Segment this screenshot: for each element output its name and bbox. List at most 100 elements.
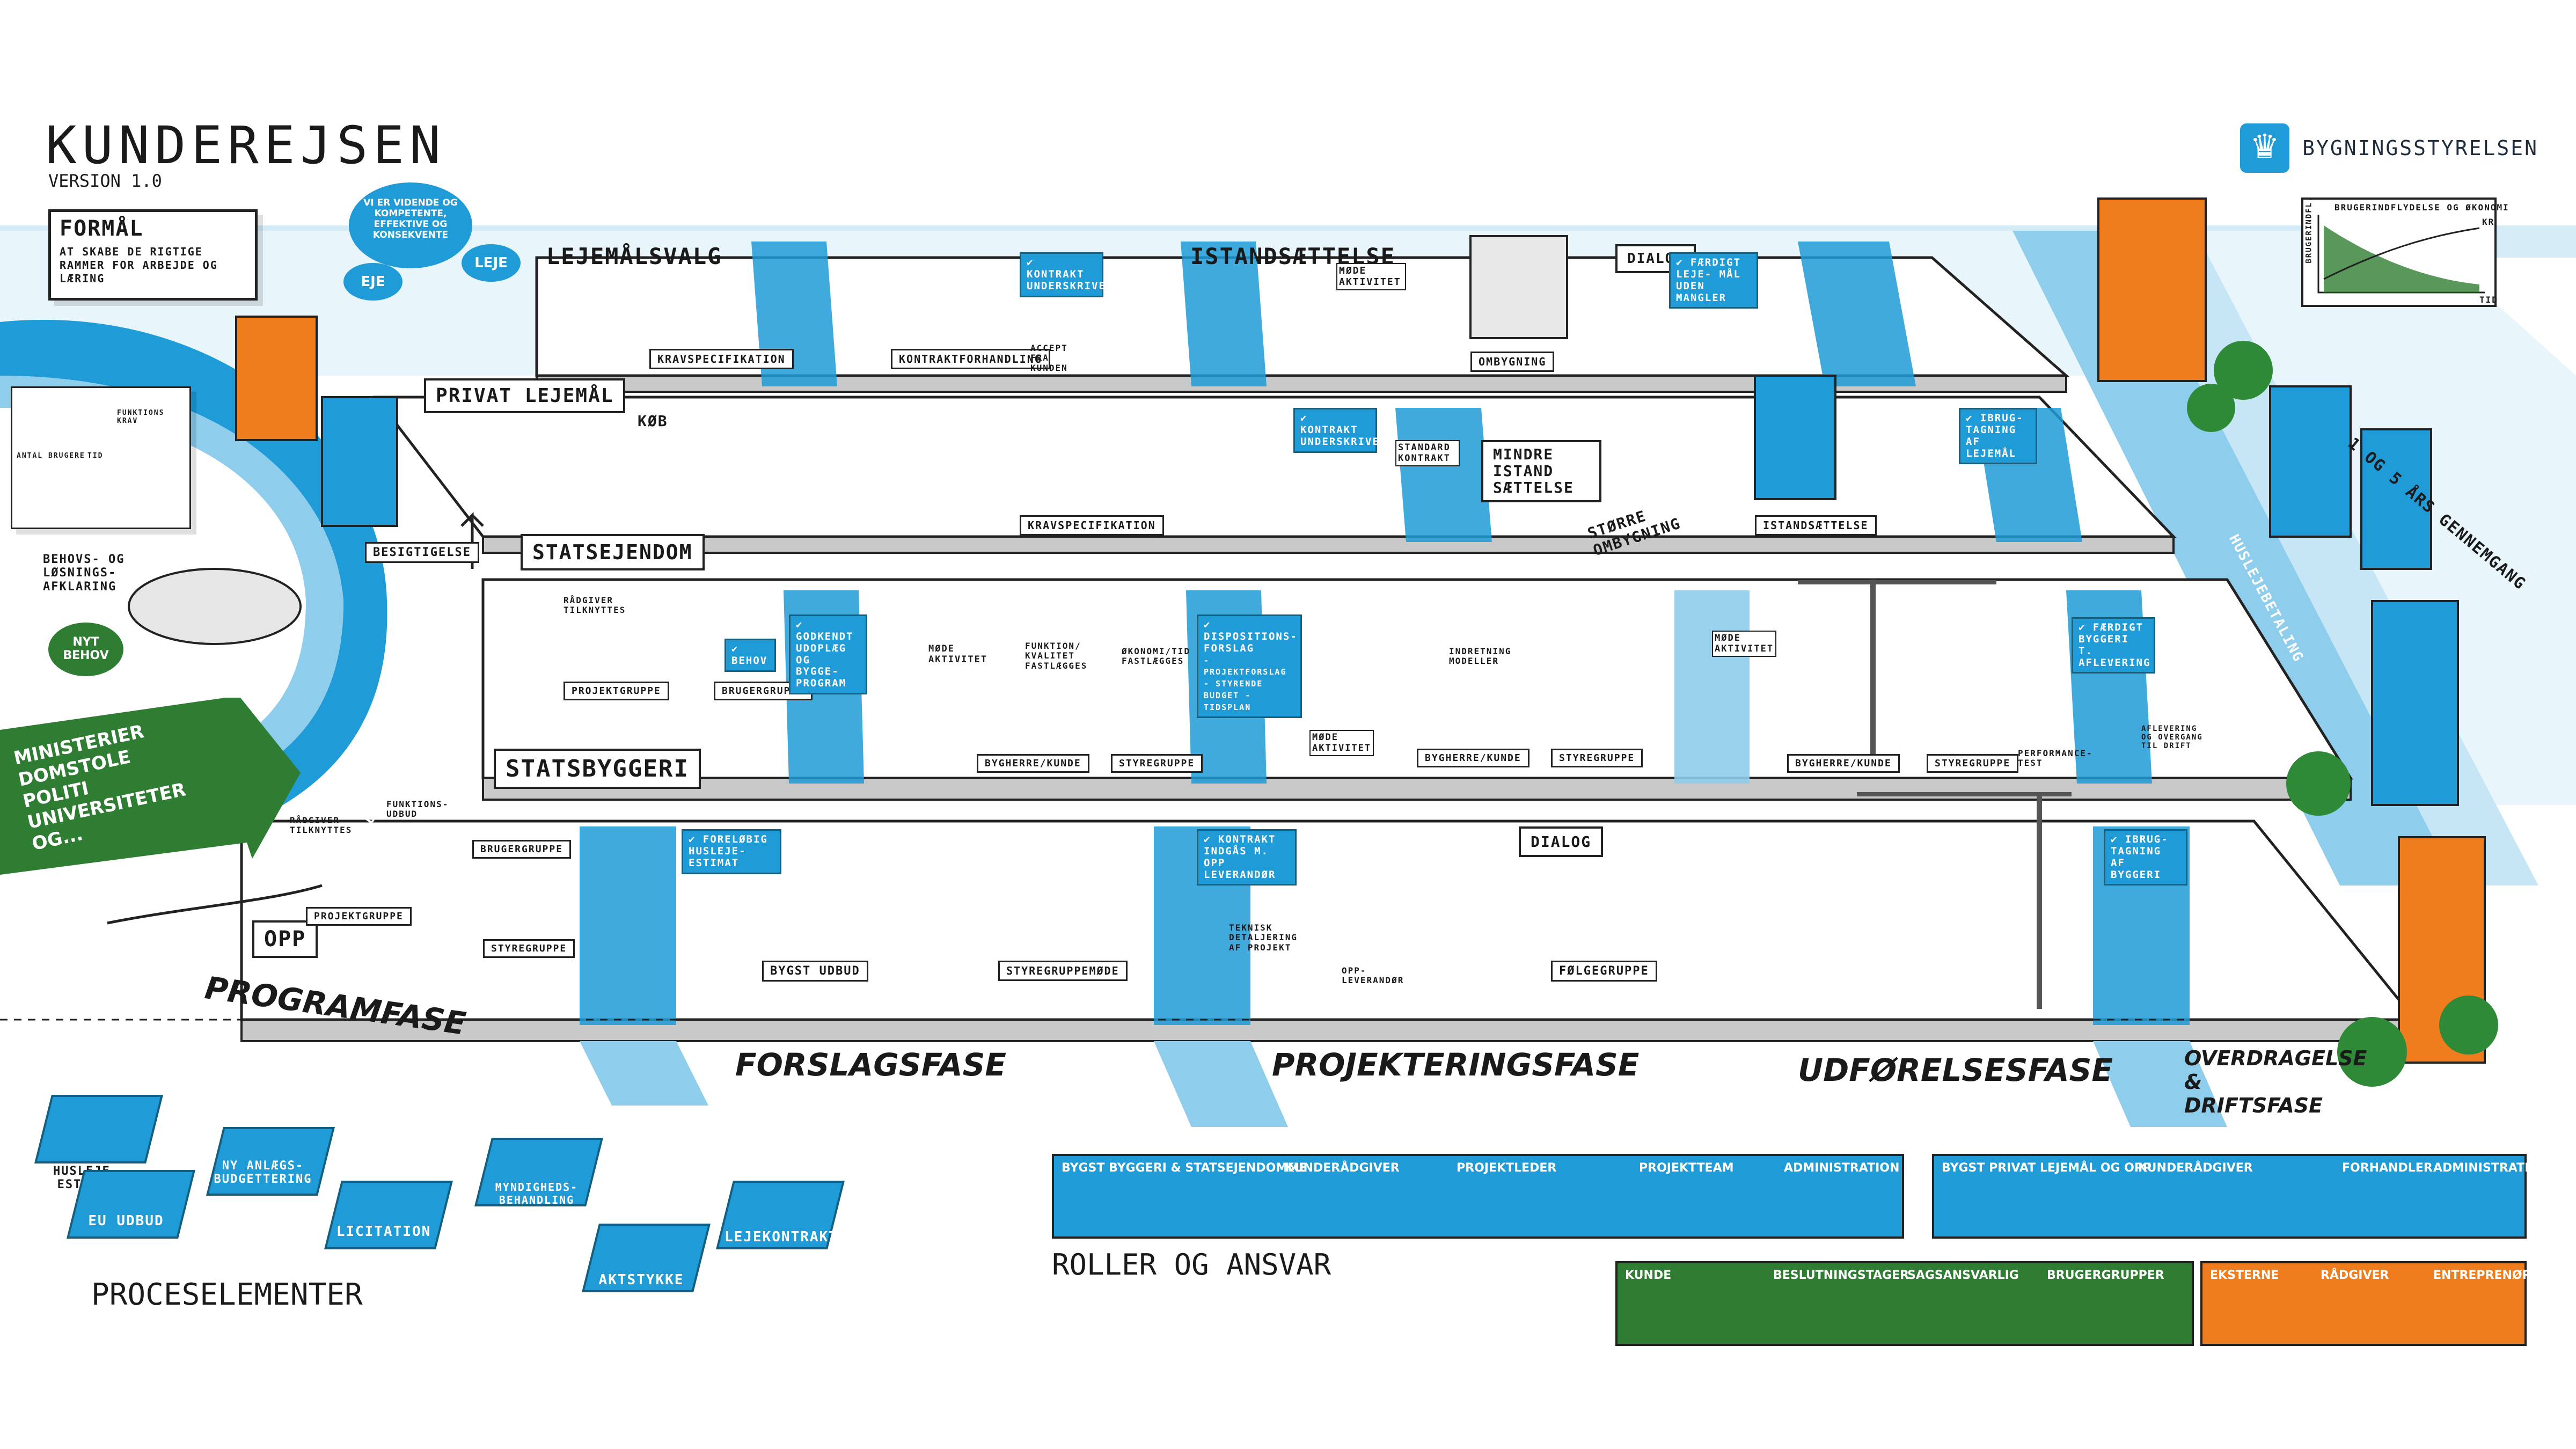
sign-lejemaalsvalg: LEJEMÅLSVALG	[546, 243, 722, 269]
check-kontrakt-2-text: KONTRAKT UNDERSKRIVES	[1300, 423, 1387, 448]
moede-aktivitet-top: MØDE AKTIVITET	[1336, 263, 1406, 291]
moede-aktivitet-3: MØDE AKTIVITET	[1309, 730, 1374, 757]
roles-statsbyggeri-heading: BYGST BYGGERI & STATSEJENDOMME	[1062, 1161, 1308, 1175]
brugergruppe-2: BRUGERGRUPPE	[472, 840, 572, 859]
moede-aktivitet-2: MØDE AKTIVITET	[928, 643, 988, 665]
roles-kunde: KUNDE BESLUTNINGSTAGER SAGSANSVARLIG BRU…	[1615, 1261, 2194, 1346]
roles-pr-col-2: ADMINISTRATION	[2433, 1161, 2549, 1175]
check-huslejeestimat-text: FORELØBIG HUSLEJE- ESTIMAT	[689, 833, 768, 869]
logo: BYGNINGSSTYRELSEN	[2240, 123, 2538, 173]
check-faerdigt-byggeri-text: FÆRDIGT BYGGERI T. AFLEVERING	[2079, 621, 2151, 669]
behov-tag: BEHOV	[724, 639, 776, 672]
moede-aktivitet-4: MØDE AKTIVITET	[1712, 631, 1776, 657]
check-kontrakt-1: KONTRAKT UNDERSKRIVES	[1020, 252, 1112, 297]
sign-opp: OPP	[252, 920, 318, 958]
sign-koeb: KØB	[638, 412, 668, 430]
besigtigelse-label: BESIGTIGELSE	[365, 542, 479, 563]
bygherre-kunde-1: BYGHERRE/KUNDE	[977, 754, 1089, 773]
bygherre-kunde-3: BYGHERRE/KUNDE	[1787, 754, 1900, 773]
proc-eu-udbud-label: EU UDBUD	[88, 1213, 164, 1229]
raadgiver-2: RÅDGIVER TILKNYTTES	[290, 815, 353, 836]
version-label: VERSION 1.0	[48, 171, 162, 191]
projektgruppe-2: PROJEKTGRUPPE	[306, 907, 412, 926]
page-title: KUNDEREJSEN	[46, 115, 446, 175]
proc-anlaegsbudget-label: NY ANLÆGS- BUDGETTERING	[214, 1159, 312, 1186]
standard-kontrakt: STANDARD KONTRAKT	[1395, 440, 1460, 467]
eje-text: EJE	[361, 274, 385, 290]
check-huslejeestimat: FORELØBIG HUSLEJE- ESTIMAT	[682, 829, 781, 874]
antal-brugere: ANTAL BRUGERE	[17, 452, 85, 460]
roles-pr-col-1: FORHANDLER	[2342, 1161, 2433, 1175]
funktionsudbud: FUNKTIONS- UDBUD	[386, 799, 449, 819]
check-ibrugtagning-lejemaal: IBRUG- TAGNING AF LEJEMÅL	[1959, 408, 2037, 465]
check-godkendt-text: GODKENDT UDOPLÆG OG BYGGE- PROGRAM	[796, 630, 854, 690]
styregruppe-2: STYREGRUPPE	[1551, 749, 1643, 767]
phase-forslagsfase: FORSLAGSFASE	[735, 1046, 1007, 1083]
roles-sb-col-2: PROJEKTTEAM	[1639, 1161, 1734, 1175]
nyt-behov-bubble: NYT BEHOV	[48, 623, 123, 676]
proc-huslejeestimat	[34, 1095, 163, 1163]
kravspec-top: KRAVSPECIFIKATION	[649, 349, 794, 369]
istandsaettelse-mid: ISTANDSÆTTELSE	[1755, 515, 1877, 536]
proc-myndighed-label: MYNDIGHEDS- BEHANDLING	[495, 1181, 579, 1206]
proc-licitation-label: LICITATION	[336, 1224, 431, 1240]
roles-ku-col-1: BESLUTNINGSTAGER	[1773, 1269, 1909, 1282]
ombygning: OMBYGNING	[1470, 352, 1555, 372]
roles-sb-col-0: KUNDERÅDGIVER	[1285, 1161, 1400, 1175]
check-godkendt: GODKENDT UDOPLÆG OG BYGGE- PROGRAM	[789, 614, 867, 695]
formal-sign: FORMÅL AT SKABE DE RIGTIGE RAMMER FOR AR…	[48, 209, 258, 301]
check-ibrugtagning-lejemaal-text: IBRUG- TAGNING AF LEJEMÅL	[1966, 412, 2024, 459]
roles-ek-col-1: RÅDGIVER	[2321, 1269, 2389, 1282]
performance-test: PERFORMANCE- TEST	[2018, 748, 2093, 769]
sign-statsbyggeri: STATSBYGGERI	[494, 749, 701, 789]
styregruppe-1: STYREGRUPPE	[1111, 754, 1203, 773]
teknisk-detaljering: TEKNISK DETALJERING AF PROJEKT	[1229, 923, 1298, 953]
roles-ek-col-0: EKSTERNE	[2210, 1269, 2279, 1282]
check-ibrugtagning-byggeri: IBRUG- TAGNING AF BYGGERI	[2104, 829, 2187, 886]
chart-title: BRUGERINDFLYDELSE OG ØKONOMI	[2334, 202, 2509, 213]
ministries-arrow	[0, 698, 301, 875]
roles-ku-col-3: BRUGERGRUPPER	[2047, 1269, 2164, 1282]
bygst-udbud: BYGST UDBUD	[762, 961, 868, 982]
styregruppemoede: STYREGRUPPEMØDE	[998, 961, 1128, 981]
phase-overdragelse: OVERDRAGELSE & DRIFTSFASE	[2184, 1046, 2367, 1117]
projektgruppe-1: PROJEKTGRUPPE	[564, 682, 669, 700]
sign-statsejendom: STATSEJENDOM	[521, 534, 705, 570]
proc-lejekontrakt-label: LEJEKONTRAKT	[724, 1229, 838, 1245]
styregruppe-opp: STYREGRUPPE	[483, 939, 575, 958]
proc-aktstykke-label: AKTSTYKKE	[598, 1272, 684, 1288]
mindre-istand: MINDRE ISTAND SÆTTELSE	[1481, 440, 1601, 503]
leje-bubble: LEJE	[462, 244, 521, 282]
check-faerdigt-byggeri: FÆRDIGT BYGGERI T. AFLEVERING	[2072, 617, 2155, 674]
crown-icon	[2240, 123, 2290, 173]
values-bubble-text: VI ER VIDENDE OG KOMPETENTE, EFFEKTIVE O…	[363, 197, 458, 240]
roles-sb-col-3: ADMINISTRATION	[1784, 1161, 1900, 1175]
eje-bubble: EJE	[343, 263, 402, 301]
behov-tag-text: BEHOV	[731, 654, 768, 667]
chart-kr: KR	[2482, 217, 2495, 227]
phase-udfoerelsesfase: UDFØRELSESFASE	[1798, 1052, 2113, 1088]
roles-ku-col-2: SAGSANSVARLIG	[1907, 1269, 2019, 1282]
raadgiver-1: RÅDGIVER TILKNYTTES	[564, 595, 626, 616]
leje-text: LEJE	[474, 255, 508, 271]
bygherre-kunde-2: BYGHERRE/KUNDE	[1417, 749, 1529, 767]
dispo-list: - PROJEKTFORSLAG - STYRENDE BUDGET - TID…	[1204, 655, 1287, 712]
values-bubble: VI ER VIDENDE OG KOMPETENTE, EFFEKTIVE O…	[349, 182, 472, 268]
kravspec-mid: KRAVSPECIFIKATION	[1020, 515, 1164, 536]
chart-tid: TID	[2479, 295, 2498, 305]
check-faerdigt-lejemaal: FÆRDIGT LEJE- MÅL UDEN MANGLER	[1669, 252, 1758, 309]
check-faerdigt-lejemaal-text: FÆRDIGT LEJE- MÅL UDEN MANGLER	[1676, 257, 1741, 304]
chart-axis-y: BRUGERINDFL.	[2304, 196, 2314, 264]
oekonomi-tid: ØKONOMI/TID FASTLÆGGES	[1122, 646, 1190, 667]
roles-ek-col-2: ENTREPRENØR	[2433, 1269, 2531, 1282]
tid-small: TID	[87, 452, 104, 460]
roller-title: ROLLER OG ANSVAR	[1052, 1248, 1331, 1282]
check-ibrugtagning-byggeri-text: IBRUG- TAGNING AF BYGGERI	[2111, 833, 2169, 881]
roles-ku-col-0: KUNDE	[1625, 1269, 1672, 1282]
nyt-behov-text: NYT BEHOV	[63, 635, 109, 662]
accept-fra-kunden: ACCEPT FRA KUNDEN	[1030, 343, 1068, 373]
check-kontrakt-indgaas-text: KONTRAKT INDGÅS M. OPP LEVERANDØR	[1204, 833, 1276, 881]
opp-leverandoer: OPP- LEVERANDØR	[1342, 965, 1404, 986]
roles-statsbyggeri: BYGST BYGGERI & STATSEJENDOMME KUNDERÅDG…	[1052, 1154, 1904, 1239]
aflevering: AFLEVERING OG OVERGANG TIL DRIFT	[2141, 724, 2203, 751]
